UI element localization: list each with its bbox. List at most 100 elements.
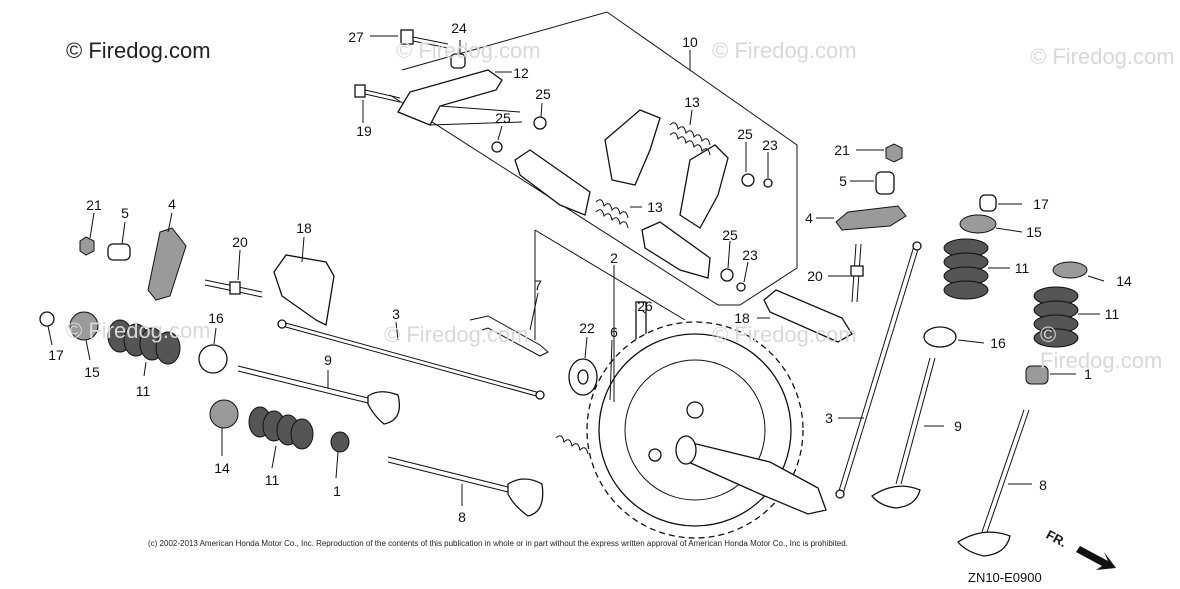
spring-13b [595, 199, 629, 229]
callout-8[interactable]: 8 [1039, 477, 1047, 493]
copyright-notice: (c) 2002-2013 American Honda Motor Co., … [148, 539, 848, 548]
callout-20[interactable]: 20 [232, 234, 248, 250]
callout-11[interactable]: 11 [1104, 306, 1120, 322]
callout-3[interactable]: 3 [825, 410, 833, 426]
watermark-faint: © Firedog.com [712, 322, 857, 347]
valve-8-left [387, 456, 544, 517]
spring-6 [555, 435, 589, 455]
callout-18[interactable]: 18 [734, 310, 750, 326]
callout-27[interactable]: 27 [348, 29, 364, 45]
callout-15[interactable]: 15 [1026, 224, 1042, 240]
valve-8-right [957, 409, 1030, 557]
retainer-15-left [69, 311, 99, 341]
pivot-5-right [875, 171, 895, 195]
callout-9[interactable]: 9 [324, 352, 332, 368]
washer-23a [763, 178, 773, 188]
rocker-4-left [147, 227, 187, 301]
callout-13[interactable]: 13 [647, 199, 663, 215]
watermark-faint: © Firedog.com [396, 38, 541, 63]
callout-5[interactable]: 5 [121, 205, 129, 221]
pushrod-3-left [281, 321, 541, 394]
callout-8[interactable]: 8 [458, 509, 466, 525]
decomp-7 [469, 315, 549, 357]
callout-18[interactable]: 18 [296, 220, 312, 236]
rocker-arm-b [604, 109, 661, 186]
front-direction-arrow [1076, 546, 1116, 570]
seal-1-right [1025, 365, 1049, 385]
callout-1[interactable]: 1 [1084, 366, 1092, 382]
callout-11[interactable]: 11 [135, 383, 151, 399]
washer-25a [533, 116, 547, 130]
callout-11[interactable]: 11 [1014, 260, 1030, 276]
rocker-holder-12 [397, 69, 503, 126]
callout-10[interactable]: 10 [682, 34, 698, 50]
leader-lines [47, 35, 1105, 506]
valve-9-right [871, 357, 936, 509]
watermark-faint: © Firedog.com [712, 38, 857, 63]
callout-2[interactable]: 2 [610, 250, 618, 266]
retainer-14-left [209, 399, 239, 429]
callout-14[interactable]: 14 [1116, 273, 1132, 289]
callout-23[interactable]: 23 [762, 137, 778, 153]
callout-12[interactable]: 12 [513, 65, 529, 81]
callout-3[interactable]: 3 [392, 306, 400, 322]
callout-21[interactable]: 21 [834, 142, 850, 158]
seal-16-left [198, 344, 228, 374]
washer-25d [720, 268, 734, 282]
callout-15[interactable]: 15 [84, 364, 100, 380]
retainer-14-right [1052, 261, 1088, 279]
callout-20[interactable]: 20 [807, 268, 823, 284]
rocker-arm-a [514, 149, 591, 216]
callout-16[interactable]: 16 [990, 335, 1006, 351]
stud-20-right [850, 243, 864, 303]
rocker-arm-c [679, 144, 729, 229]
callout-17[interactable]: 17 [48, 347, 64, 363]
diagram-code: ZN10-E0900 [968, 570, 1042, 585]
washer-23b [736, 282, 746, 292]
stud-20-left [204, 279, 263, 298]
watermark-faint: © Firedog.com [1040, 322, 1163, 373]
pivot-5-left [107, 243, 131, 261]
callout-11[interactable]: 11 [264, 472, 280, 488]
assembly-outline [389, 11, 798, 306]
callout-26[interactable]: 26 [637, 298, 653, 314]
callout-14[interactable]: 14 [214, 460, 230, 476]
camshaft-gear-2 [586, 321, 827, 539]
callout-4[interactable]: 4 [805, 210, 813, 226]
bolt-27 [400, 29, 449, 49]
callout-13[interactable]: 13 [684, 94, 700, 110]
callout-17[interactable]: 17 [1033, 196, 1049, 212]
watermark-faint: © Firedog.com [66, 318, 211, 343]
callout-25[interactable]: 25 [722, 227, 738, 243]
pushrod-3-right [837, 245, 915, 495]
spring-11-right-b [1033, 286, 1079, 348]
callout-25[interactable]: 25 [737, 126, 753, 142]
callout-1[interactable]: 1 [333, 483, 341, 499]
washer-25b [491, 141, 503, 153]
callout-7[interactable]: 7 [534, 277, 542, 293]
callout-24[interactable]: 24 [451, 20, 467, 36]
guide-plate-18-left [273, 254, 335, 326]
seal-1-left [330, 431, 350, 453]
callout-21[interactable]: 21 [86, 197, 102, 213]
spring-13a [669, 122, 711, 156]
callout-5[interactable]: 5 [839, 173, 847, 189]
callout-25[interactable]: 25 [495, 110, 511, 126]
spring-11-left [107, 319, 181, 365]
callout-4[interactable]: 4 [168, 196, 176, 212]
spring-11-right [943, 238, 989, 300]
callout-23[interactable]: 23 [742, 247, 758, 263]
collar-24 [450, 53, 466, 69]
washer-25c [741, 173, 755, 187]
callout-25[interactable]: 25 [535, 86, 551, 102]
guide-plate-18-right [763, 289, 853, 343]
callout-22[interactable]: 22 [579, 320, 595, 336]
callout-19[interactable]: 19 [356, 123, 372, 139]
callout-6[interactable]: 6 [610, 324, 618, 340]
bolt-19 [354, 84, 401, 103]
watermark-main: © Firedog.com [66, 38, 211, 63]
callout-9[interactable]: 9 [954, 418, 962, 434]
callout-16[interactable]: 16 [208, 310, 224, 326]
